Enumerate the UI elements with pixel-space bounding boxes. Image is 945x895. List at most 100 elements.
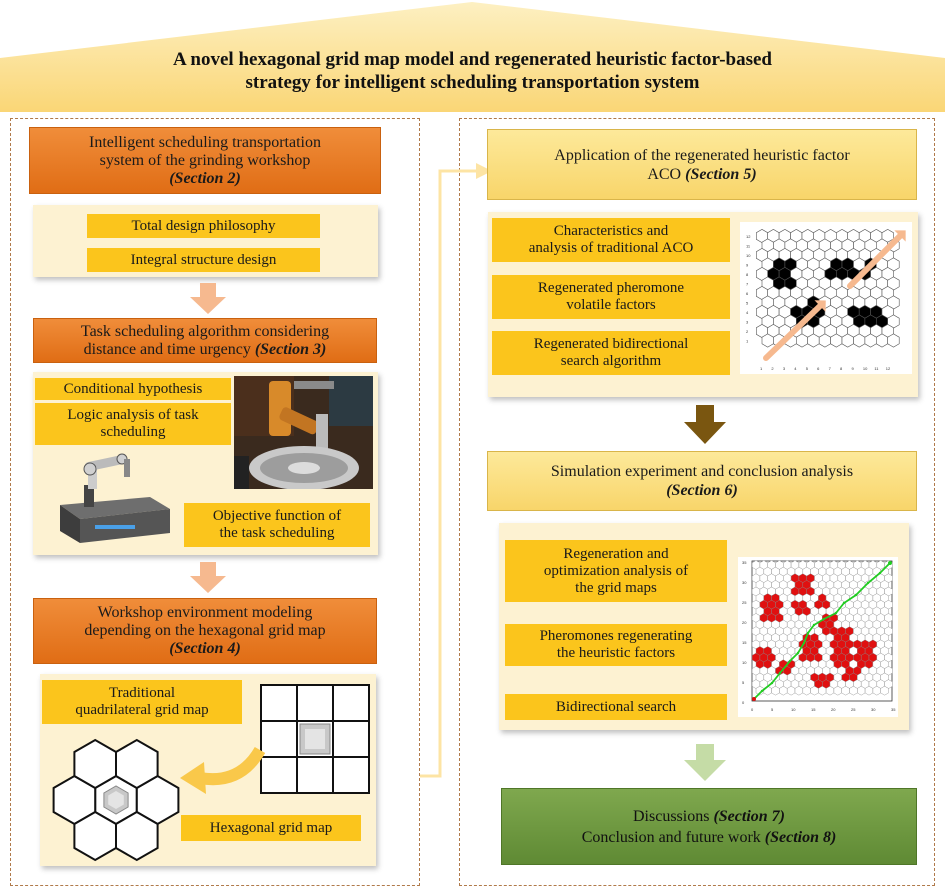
y-tick-label: 2	[746, 329, 749, 334]
item-bidirectional-search-algorithm: Regenerated bidirectional search algorit…	[492, 331, 730, 375]
x-tick-label: 12	[886, 366, 891, 371]
section-6-header: Simulation experiment and conclusion ana…	[487, 451, 917, 511]
x-tick-label: 10	[863, 366, 868, 371]
x-tick-label: 2	[771, 366, 774, 371]
page-title: A novel hexagonal grid map model and reg…	[173, 49, 772, 93]
x-tick-label: 6	[817, 366, 820, 371]
x-tick-label: 3	[783, 366, 786, 371]
x-tick-label: 8	[840, 366, 843, 371]
free-cell	[761, 333, 774, 348]
item-regeneration-optimization: Regeneration and optimization analysis o…	[505, 540, 727, 602]
item-pheromones-regenerating: Pheromones regenerating the heuristic fa…	[505, 624, 727, 666]
path-arrow-head	[894, 230, 906, 242]
title-banner	[0, 2, 945, 112]
section-2-header: Intelligent scheduling transportation sy…	[29, 127, 381, 194]
free-cell	[818, 333, 831, 348]
x-tick-label: 20	[831, 707, 836, 712]
y-tick-label: 0	[742, 700, 745, 705]
y-tick-label: 3	[746, 320, 749, 325]
path-node	[770, 681, 774, 685]
optimal-path	[753, 562, 891, 700]
hex-cell	[115, 738, 159, 790]
path-node	[778, 671, 782, 675]
y-tick-label: 25	[742, 600, 747, 605]
hex-center-inner	[108, 791, 124, 809]
down-arrow-4	[684, 744, 726, 781]
y-tick-label: 7	[746, 282, 749, 287]
x-tick-label: 0	[751, 707, 754, 712]
path-node	[866, 581, 870, 585]
down-arrow-1	[190, 283, 226, 314]
x-tick-label: 15	[811, 707, 816, 712]
path-node	[760, 689, 764, 693]
y-tick-label: 20	[742, 620, 747, 625]
item-logic-analysis: Logic analysis of task scheduling	[35, 403, 231, 445]
y-tick-label: 10	[742, 660, 747, 665]
item-total-design-philosophy: Total design philosophy	[87, 214, 320, 238]
free-cell	[807, 333, 820, 348]
x-tick-label: 7	[829, 366, 832, 371]
section-5-header: Application of the regenerated heuristic…	[487, 129, 917, 200]
down-arrow-3	[684, 405, 726, 444]
free-cell	[841, 333, 854, 348]
down-arrow-2	[190, 562, 226, 593]
path-node	[842, 601, 846, 605]
y-tick-label: 8	[746, 272, 749, 277]
y-tick-label: 30	[742, 580, 747, 585]
free-cell	[830, 333, 843, 348]
y-tick-label: 35	[742, 560, 747, 565]
y-tick-label: 9	[746, 263, 749, 268]
free-cell	[887, 333, 900, 348]
path-node	[788, 659, 792, 663]
x-tick-label: 35	[891, 707, 896, 712]
free-cell	[864, 333, 877, 348]
y-tick-label: 4	[746, 310, 749, 315]
hexagonal-grid-figure	[52, 738, 180, 862]
free-cell	[795, 333, 808, 348]
x-tick-label: 5	[771, 707, 774, 712]
curved-conversion-arrow	[180, 746, 266, 794]
quadrilateral-grid-figure	[260, 684, 370, 794]
item-integral-structure-design: Integral structure design	[87, 248, 320, 272]
x-tick-label: 1	[760, 366, 763, 371]
item-objective-function: Objective function of the task schedulin…	[184, 503, 370, 547]
path-node	[806, 631, 810, 635]
y-tick-label: 12	[746, 234, 751, 239]
path-arrow	[847, 233, 903, 289]
y-tick-label: 10	[746, 253, 751, 258]
item-conditional-hypothesis: Conditional hypothesis	[35, 378, 231, 400]
section-7-8-box: Discussions (Section 7) Conclusion and f…	[501, 788, 917, 865]
path-node	[802, 641, 806, 645]
path-arrow	[763, 303, 823, 361]
hex-cell	[115, 810, 159, 862]
path-node	[822, 617, 826, 621]
left-panel	[10, 118, 420, 886]
path-arrow-head	[814, 300, 826, 312]
y-tick-label: 5	[742, 680, 745, 685]
x-tick-label: 30	[871, 707, 876, 712]
section-4-header: Workshop environment modeling depending …	[33, 598, 377, 664]
y-tick-label: 5	[746, 301, 749, 306]
free-cell	[880, 685, 889, 696]
path-node	[834, 611, 838, 615]
start-node	[752, 697, 756, 701]
robot-arm-photo	[234, 376, 373, 489]
path-node	[796, 651, 800, 655]
path-node	[878, 571, 882, 575]
goal-node	[888, 561, 892, 565]
free-cell	[853, 333, 866, 348]
item-pheromone-volatile-factors: Regenerated pheromone volatile factors	[492, 275, 730, 319]
path-node	[812, 623, 816, 627]
item-hexagonal-grid-map: Hexagonal grid map	[181, 815, 361, 841]
x-tick-label: 25	[851, 707, 856, 712]
y-tick-label: 6	[746, 291, 749, 296]
x-tick-label: 11	[874, 366, 879, 371]
x-tick-label: 4	[794, 366, 797, 371]
x-tick-label: 9	[851, 366, 854, 371]
item-traditional-aco: Characteristics and analysis of traditio…	[492, 218, 730, 262]
x-tick-label: 5	[806, 366, 809, 371]
path-node	[854, 593, 858, 597]
item-bidirectional-search: Bidirectional search	[505, 694, 727, 720]
